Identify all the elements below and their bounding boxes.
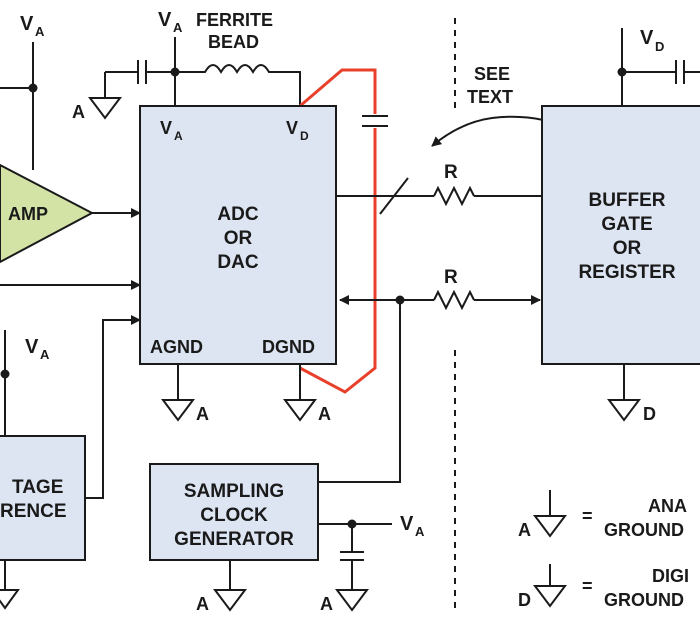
- svg-text:SEE: SEE: [474, 64, 510, 84]
- ferrite-bead-label: FERRITE BEAD: [196, 10, 273, 52]
- svg-text:A: A: [35, 24, 45, 39]
- amp-label: AMP: [8, 204, 48, 224]
- agnd-pin-label: AGND: [150, 337, 203, 357]
- svg-text:V: V: [400, 513, 414, 535]
- vd-supply-buffer: V D: [617, 27, 700, 106]
- amp-triangle: [0, 163, 95, 264]
- svg-text:OR: OR: [224, 228, 253, 249]
- va-supply-adc: V A: [158, 9, 183, 106]
- dgnd-pin-label: DGND: [262, 337, 315, 357]
- svg-text:R: R: [444, 162, 458, 183]
- svg-text:A: A: [196, 594, 209, 614]
- decoupling-capacitor-va: [104, 60, 175, 98]
- bidirectional-data-bus: R: [339, 267, 541, 311]
- svg-text:ADC: ADC: [217, 204, 258, 225]
- svg-text:FERRITE: FERRITE: [196, 10, 273, 30]
- svg-text:ANA: ANA: [648, 496, 687, 516]
- svg-text:A: A: [174, 129, 183, 143]
- svg-text:BEAD: BEAD: [208, 32, 259, 52]
- svg-text:BUFFER: BUFFER: [588, 190, 665, 211]
- sampling-clock-block: [149, 463, 319, 561]
- svg-text:GROUND: GROUND: [604, 520, 684, 540]
- svg-text:V: V: [160, 118, 172, 138]
- adc-dac-label: ADC OR DAC: [217, 204, 258, 273]
- svg-text:V: V: [25, 336, 39, 358]
- svg-text:DAC: DAC: [217, 252, 258, 273]
- svg-text:TAGE: TAGE: [12, 477, 63, 498]
- adc-dac-block: [139, 105, 337, 365]
- decoupling-capacitor-vd: [362, 114, 388, 128]
- reference-ground: [0, 560, 20, 610]
- reference-to-adc-wire: [85, 315, 141, 499]
- adc-va-pin: V A: [160, 118, 183, 143]
- svg-text:V: V: [158, 9, 172, 31]
- svg-text:A: A: [72, 102, 85, 122]
- svg-text:A: A: [173, 20, 183, 35]
- svg-text:RENCE: RENCE: [0, 501, 67, 522]
- svg-text:D: D: [300, 129, 309, 143]
- dgnd-ground: A: [283, 364, 331, 424]
- svg-text:V: V: [20, 13, 34, 35]
- see-text-note: SEE TEXT: [467, 64, 513, 107]
- clock-va-supply: V A A: [318, 513, 425, 614]
- svg-text:GATE: GATE: [601, 214, 652, 235]
- buffer-digital-ground: D: [607, 364, 656, 424]
- svg-text:A: A: [518, 520, 531, 540]
- local-decoupling-loop: [299, 68, 377, 394]
- svg-text:A: A: [415, 524, 425, 539]
- svg-text:A: A: [40, 347, 50, 362]
- svg-text:D: D: [643, 404, 656, 424]
- svg-text:A: A: [196, 404, 209, 424]
- svg-text:CLOCK: CLOCK: [200, 505, 268, 526]
- svg-text:D: D: [518, 590, 531, 610]
- buffer-register-label: BUFFER GATE OR REGISTER: [578, 190, 675, 283]
- svg-text:=: =: [582, 576, 593, 596]
- svg-text:V: V: [286, 118, 298, 138]
- sampling-clock-label: SAMPLING CLOCK GENERATOR: [174, 481, 294, 550]
- output-data-bus: R: [336, 162, 542, 215]
- va-supply-left: V A: [0, 13, 45, 170]
- legend-analog-ground: A = ANA GROUND: [518, 490, 687, 540]
- voltage-reference-label: TAGE RENCE: [0, 477, 67, 522]
- svg-text:A: A: [320, 594, 333, 614]
- svg-text:OR: OR: [613, 238, 642, 259]
- svg-text:=: =: [582, 506, 593, 526]
- svg-text:GROUND: GROUND: [604, 590, 684, 610]
- adc-vd-pin: V D: [286, 118, 309, 143]
- clock-to-bus-wire: [318, 300, 401, 483]
- svg-text:DIGI: DIGI: [652, 566, 689, 586]
- svg-text:D: D: [655, 39, 664, 54]
- voltage-reference-block: [0, 435, 86, 561]
- legend-digital-ground: D = DIGI GROUND: [518, 564, 689, 610]
- clock-ground: A: [196, 560, 247, 614]
- svg-text:V: V: [640, 27, 654, 49]
- svg-text:A: A: [318, 404, 331, 424]
- agnd-ground: A: [161, 364, 209, 424]
- svg-text:TEXT: TEXT: [467, 87, 513, 107]
- analog-ground-symbol: A: [72, 97, 122, 122]
- buffer-register-block: [541, 105, 700, 365]
- svg-text:REGISTER: REGISTER: [578, 262, 675, 283]
- va-supply-reference: V A: [0, 330, 50, 436]
- ferrite-bead-inductor: [175, 64, 301, 106]
- svg-text:GENERATOR: GENERATOR: [174, 529, 294, 550]
- svg-text:SAMPLING: SAMPLING: [184, 481, 284, 502]
- svg-text:R: R: [444, 267, 458, 288]
